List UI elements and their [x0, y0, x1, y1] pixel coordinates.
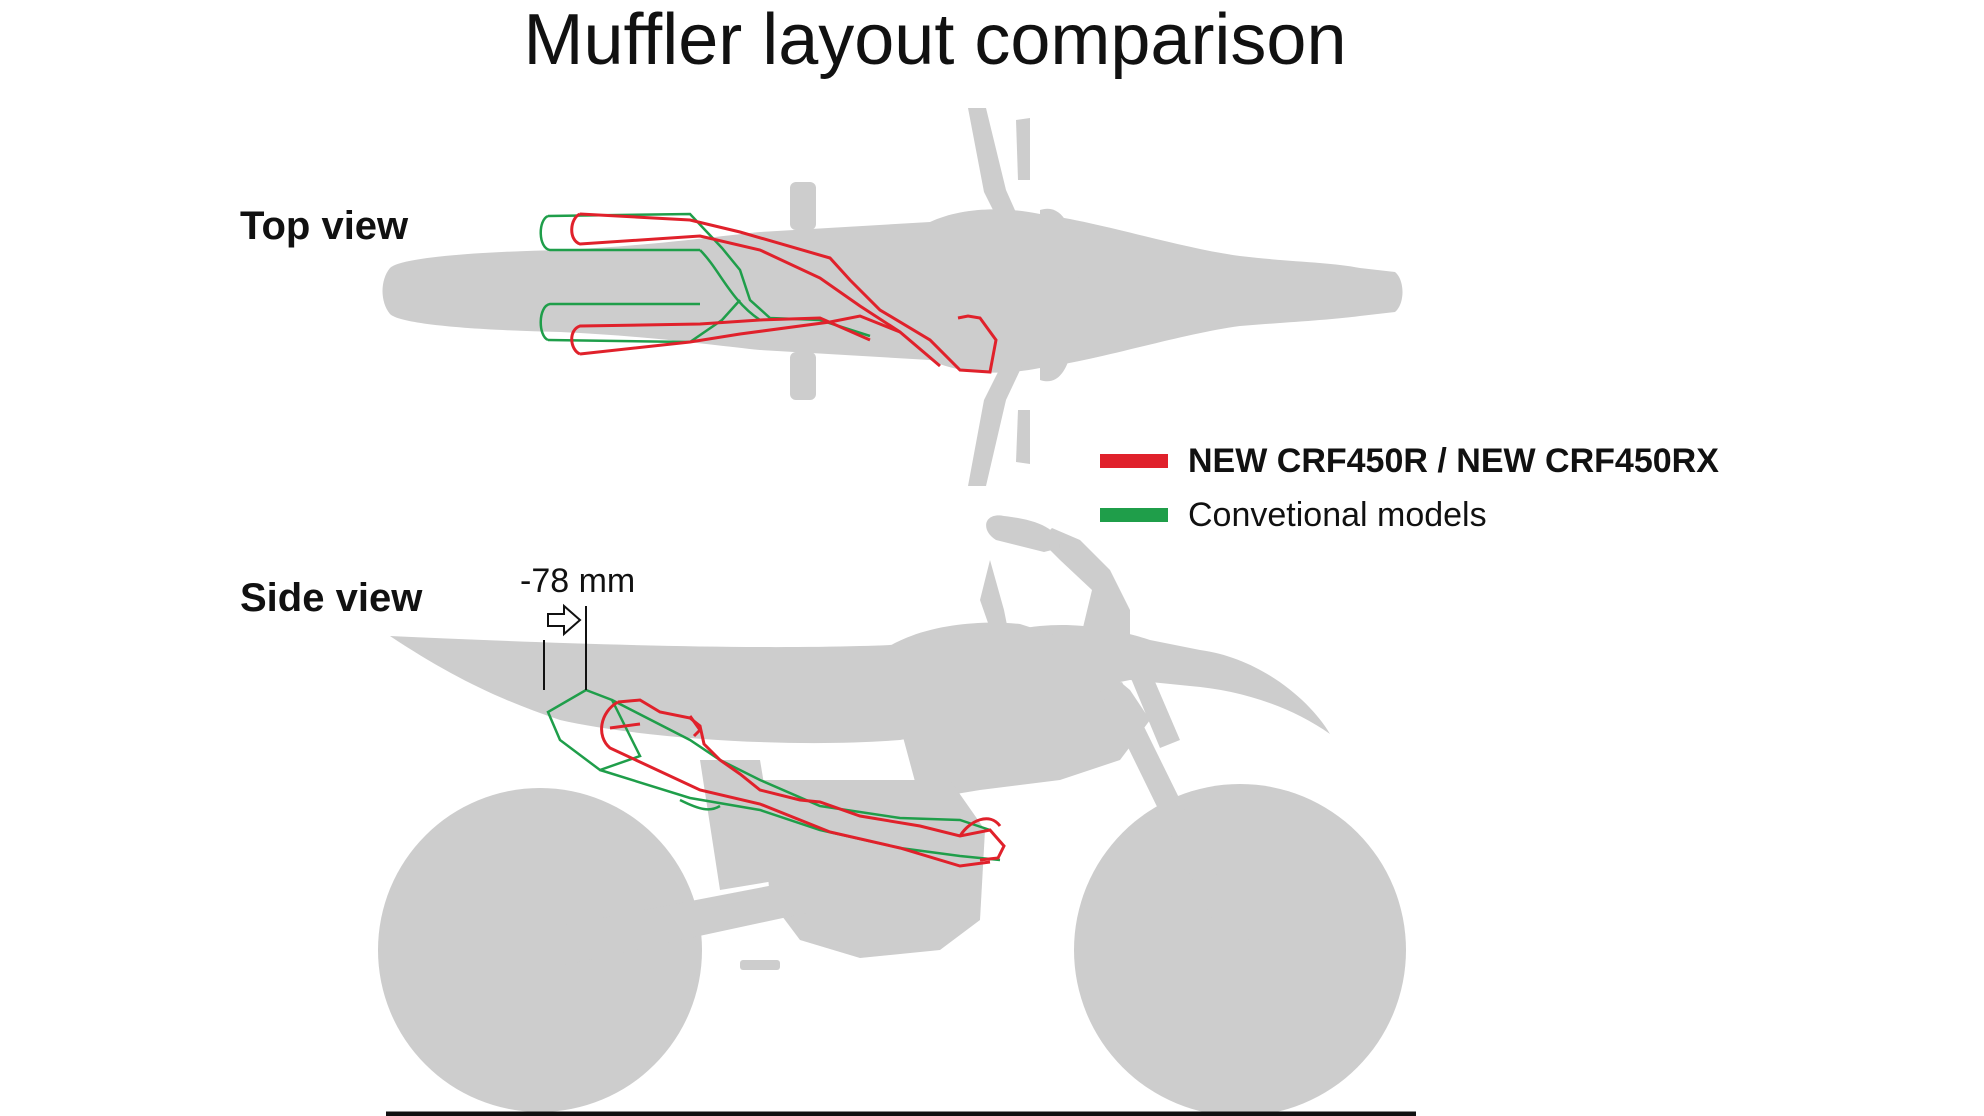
legend-swatch-new: [1100, 454, 1168, 468]
top-view-new-muffler: [570, 212, 998, 374]
dimension-indicator: [543, 603, 587, 690]
side-view-label: Side view: [240, 576, 423, 620]
side-view-silhouette: [378, 515, 1406, 1116]
side-view-new-muffler: [600, 698, 1006, 868]
top-view-silhouette: [382, 108, 1403, 486]
side-view-conventional-muffler: [546, 688, 1001, 862]
page-title: Muffler layout comparison: [523, 0, 1347, 80]
legend-label-new: NEW CRF450R / NEW CRF450RX: [1188, 441, 1719, 480]
dimension-label: -78 mm: [520, 562, 636, 600]
legend-item-new: NEW CRF450R / NEW CRF450RX: [1100, 434, 1719, 488]
legend: NEW CRF450R / NEW CRF450RX Convetional m…: [1100, 434, 1719, 542]
legend-swatch-conventional: [1100, 508, 1168, 522]
legend-label-conventional: Convetional models: [1188, 495, 1487, 534]
legend-item-conventional: Convetional models: [1100, 488, 1719, 542]
top-view-label: Top view: [240, 204, 409, 248]
